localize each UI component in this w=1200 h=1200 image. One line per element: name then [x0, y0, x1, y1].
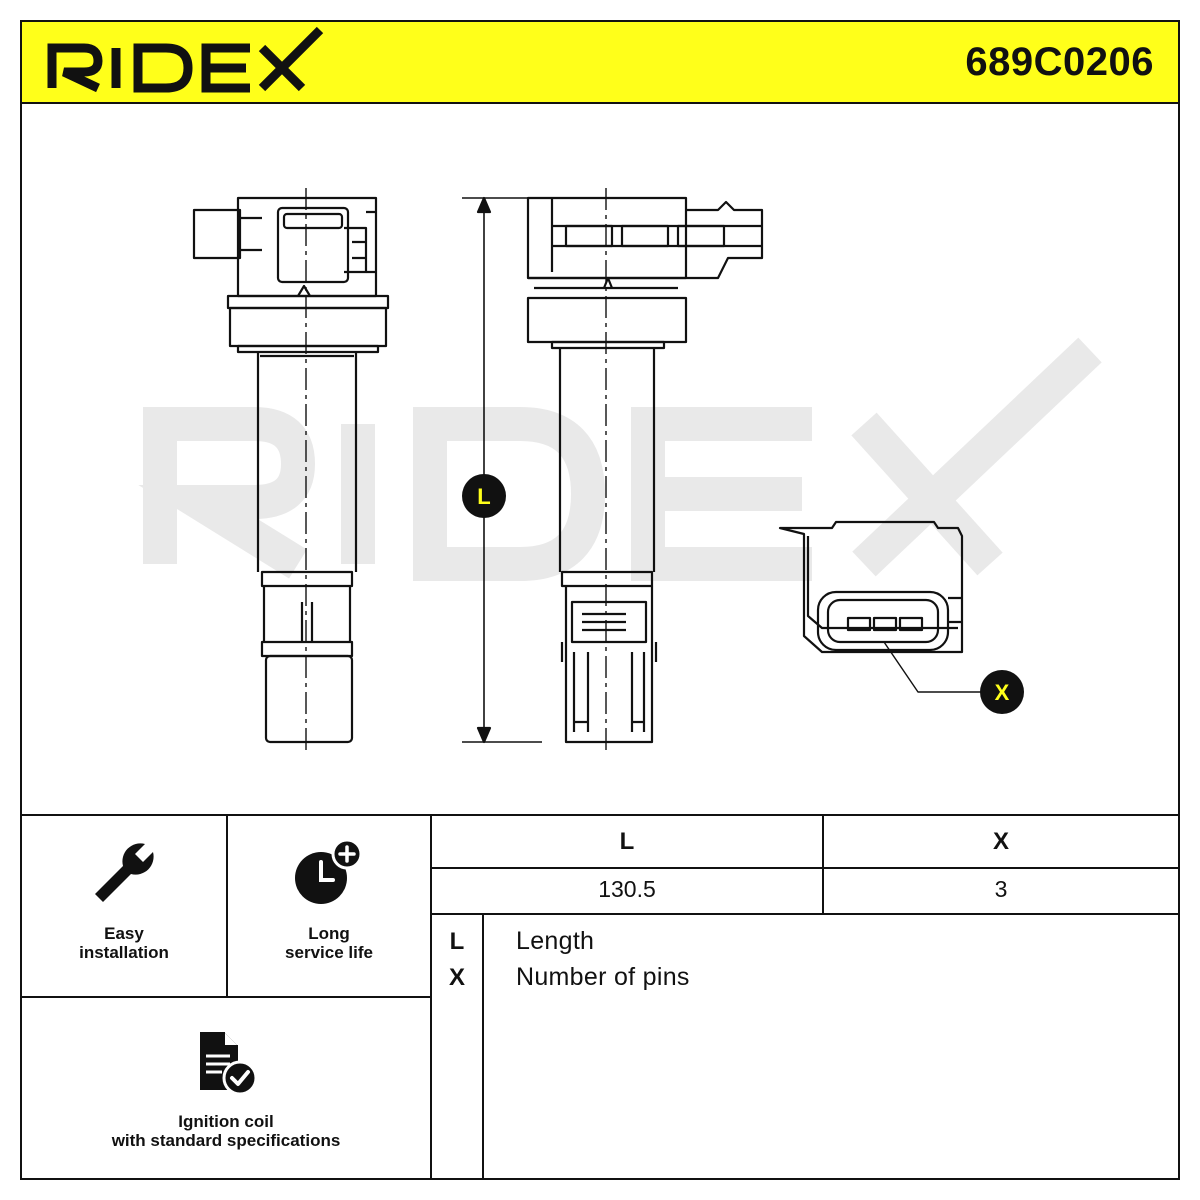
divider-table-body — [432, 913, 1178, 915]
table-value-x: 3 — [994, 876, 1008, 902]
document-check-icon — [200, 1032, 258, 1096]
legend-label-l: Length — [516, 927, 595, 955]
feature-standard-specifications: Ignition coil with standard specificatio… — [22, 1028, 430, 1150]
legend-label-x: Number of pins — [516, 963, 690, 991]
technical-drawing: L X — [22, 102, 1178, 814]
divider-legend — [482, 913, 484, 1178]
connector-detail — [778, 520, 982, 693]
dimension-l — [462, 196, 542, 744]
feature-easy-installation: Easy installation — [22, 838, 226, 962]
marker-x-text: X — [995, 680, 1010, 705]
feature-label-line2: service life — [285, 943, 373, 962]
legend-key-l: L — [449, 928, 465, 955]
divider-table-col — [822, 814, 824, 914]
clock-plus-icon — [295, 838, 363, 904]
divider-features — [226, 814, 228, 998]
wrench-icon — [95, 843, 154, 902]
feature-label-line2: with standard specifications — [111, 1131, 341, 1150]
divider-table-head — [432, 867, 1178, 869]
feature-label-line1: Ignition coil — [178, 1112, 274, 1131]
table-header-x: X — [992, 828, 1009, 855]
table-value-l: 130.5 — [598, 876, 656, 902]
table-header-l: L — [619, 828, 635, 855]
feature-label-line2: installation — [79, 943, 169, 962]
feature-label-line1: Easy — [104, 924, 144, 943]
marker-l-text: L — [477, 484, 490, 509]
divider-features-bottom — [22, 996, 432, 998]
marker-l: L — [462, 474, 506, 518]
ridex-logo — [47, 26, 324, 93]
header-bar: 689C0206 — [22, 22, 1178, 104]
divider-main — [22, 814, 1178, 816]
part-number: 689C0206 — [965, 40, 1154, 84]
feature-long-service-life: Long service life — [228, 838, 430, 962]
coil-drawing-svg: L X — [138, 188, 1102, 752]
legend-key-x: X — [448, 964, 465, 991]
ridex-watermark — [138, 337, 1102, 581]
coil-front-view — [192, 188, 390, 752]
product-sheet: 689C0206 — [20, 20, 1180, 1180]
divider-table-left — [430, 814, 432, 1178]
feature-label-line1: Long — [308, 924, 350, 943]
coil-side-view — [526, 188, 764, 752]
marker-x: X — [980, 670, 1024, 714]
